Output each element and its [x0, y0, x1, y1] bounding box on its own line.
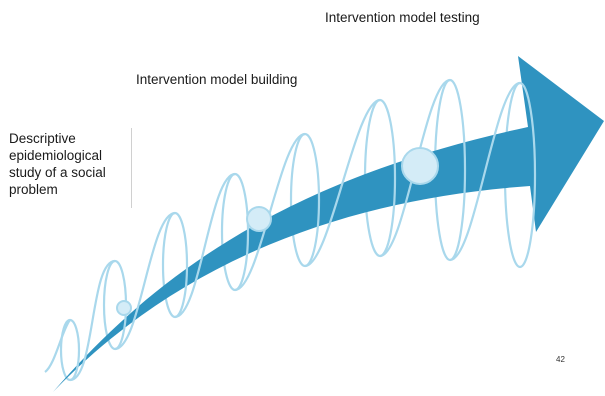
spiral-loop-back	[102, 259, 116, 351]
divider-line	[131, 128, 132, 208]
spiral-loop-front	[519, 81, 537, 269]
spiral-front	[69, 78, 537, 382]
spiral-loop-front	[174, 211, 189, 319]
spiral-loop-front	[234, 172, 250, 292]
label-intervention-model-building: Intervention model building	[136, 72, 298, 87]
label-descriptive-line-4: problem	[9, 182, 58, 197]
bubble-small	[116, 300, 132, 316]
spiral-connector	[69, 259, 116, 382]
spiral-connector	[114, 211, 176, 351]
spiral-loop-front	[379, 98, 397, 258]
spiral-connector	[304, 98, 381, 268]
spiral-loop-back	[220, 172, 236, 292]
label-intervention-model-testing: Intervention model testing	[325, 10, 480, 25]
spiral-connector	[449, 81, 521, 262]
spiral-loop-front	[69, 318, 81, 382]
spiral-loop-back	[161, 211, 176, 319]
spiral-loop-back	[289, 132, 306, 268]
label-descriptive-study: Descriptive epidemiological study of a s…	[9, 130, 106, 198]
spiral-loop-front	[449, 78, 467, 262]
progress-arrow	[53, 56, 604, 392]
spiral-connector	[234, 132, 306, 292]
spiral-tail	[44, 319, 71, 373]
spiral-loop-front	[304, 132, 321, 268]
label-descriptive-line-2: epidemiological	[9, 148, 103, 163]
bubble-large	[401, 147, 439, 185]
page-number: 42	[556, 355, 565, 364]
spiral-connector	[174, 172, 236, 319]
bubble-medium	[246, 206, 272, 232]
label-descriptive-line-1: Descriptive	[9, 131, 76, 146]
label-descriptive-line-3: study of a social	[9, 165, 106, 180]
